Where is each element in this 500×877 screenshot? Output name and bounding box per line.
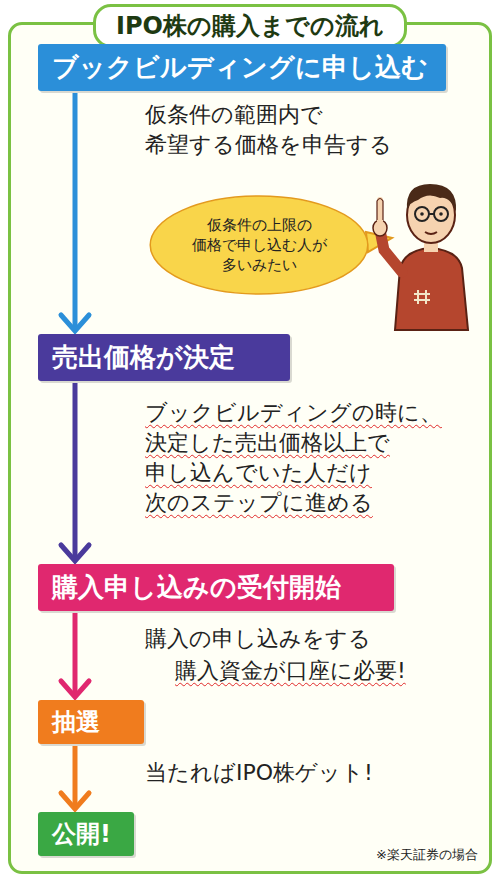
bubble-text: 仮条件の上限の 価格で申し込む人が 多いみたい	[184, 215, 334, 276]
arrow-head	[61, 793, 89, 809]
step-note: 購入の申し込みをする	[145, 624, 445, 654]
step-band: ブックビルディングに申し込む	[38, 44, 446, 91]
arrow-head	[61, 681, 89, 697]
flow-arrow	[61, 746, 89, 809]
step-note: 購入資金が口座に必要!	[175, 656, 475, 686]
step-band: 抽選	[38, 700, 144, 744]
step-band: 購入申し込みの受付開始	[38, 564, 394, 611]
step-title: 購入申し込みの受付開始	[52, 570, 380, 605]
bubble-ellipse	[150, 196, 368, 294]
step-title: ブックビルディングに申し込む	[52, 50, 432, 85]
arrow-shaft	[73, 746, 78, 807]
step-band: 公開!	[38, 812, 134, 856]
arrow-head	[61, 545, 89, 561]
flow-arrow	[61, 613, 89, 697]
arrow-shaft	[73, 613, 78, 695]
person-figure	[373, 184, 468, 330]
arrow-shaft	[73, 383, 78, 559]
footnote: ※楽天証券の場合	[376, 846, 478, 864]
arrow-shaft	[73, 93, 78, 329]
step-note: 当たればIPO株ゲット!	[145, 758, 445, 788]
step-title: 公開!	[52, 818, 120, 850]
step-band: 売出価格が決定	[38, 334, 290, 381]
step-note: ブックビルディングの時に、 決定した売出価格以上で 申し込んでいた人だけ 次のス…	[145, 398, 445, 518]
flow-arrow	[61, 383, 89, 561]
step-title: 抽選	[52, 706, 130, 738]
step-note: 仮条件の範囲内で 希望する価格を申告する	[145, 100, 407, 160]
flow-arrow	[61, 93, 89, 331]
speech-bubble: 仮条件の上限の 価格で申し込む人が 多いみたい	[148, 194, 370, 296]
title-pill: IPO株の購入までの流れ	[93, 4, 407, 48]
step-title: 売出価格が決定	[52, 340, 276, 375]
arrow-head	[61, 315, 89, 331]
